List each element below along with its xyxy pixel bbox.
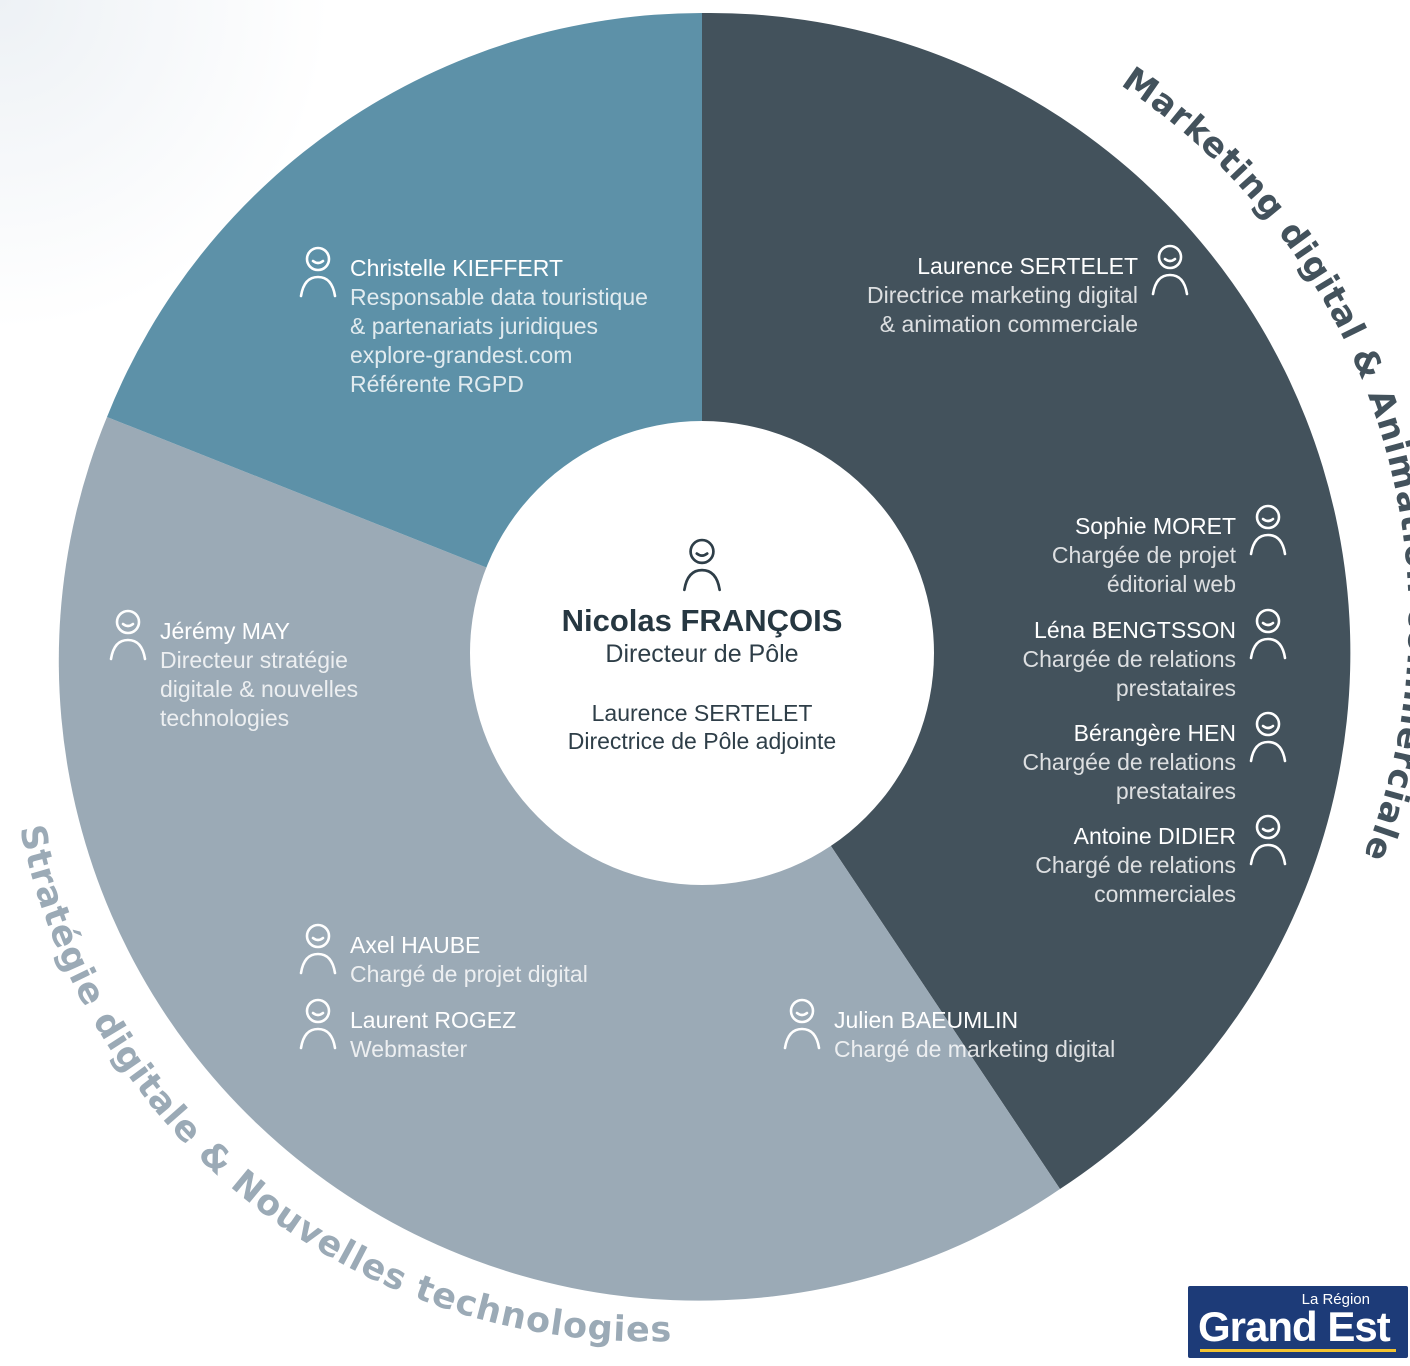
region-logo: La Région Grand Est: [1188, 1286, 1408, 1358]
logo-top-text: La Région: [1301, 1291, 1370, 1308]
center-panel: Nicolas FRANÇOIS Directeur de Pôle Laure…: [470, 440, 934, 880]
person-name: Léna BENGTSSON: [1034, 617, 1236, 643]
center-circle: [470, 421, 934, 885]
person-role-line: digitale & nouvelles: [160, 676, 359, 702]
person-icon: [298, 246, 338, 300]
person-name: Jérémy MAY: [160, 618, 290, 644]
person-role-line: Chargé de relations: [1035, 852, 1236, 878]
person-role-line: Responsable data touristique: [350, 284, 648, 310]
person-role-line: Chargée de relations: [1022, 749, 1236, 775]
person-card: Léna BENGTSSON Chargée de relations pres…: [1022, 608, 1288, 703]
person-role-line: Chargé de marketing digital: [834, 1036, 1116, 1062]
person-role-line: explore-grandest.com: [350, 342, 573, 368]
person-role-line: technologies: [160, 705, 290, 731]
person-icon: [1248, 608, 1288, 662]
person-name: Laurent ROGEZ: [350, 1007, 517, 1033]
person-icon: [1248, 711, 1288, 765]
person-name: Antoine DIDIER: [1073, 823, 1236, 849]
person-card: Julien BAEUMLIN Chargé de marketing digi…: [782, 998, 1116, 1064]
person-role-line: Directrice marketing digital: [867, 282, 1138, 308]
director-name: Nicolas FRANÇOIS: [561, 603, 843, 638]
person-card: Laurent ROGEZ Webmaster: [298, 998, 517, 1064]
logo-underline: [1200, 1349, 1396, 1352]
person-icon: [1248, 504, 1288, 558]
person-role-line: prestataires: [1115, 675, 1236, 701]
person-card: Laurence SERTELET Directrice marketing d…: [867, 244, 1190, 339]
person-name: Bérangère HEN: [1073, 720, 1236, 746]
person-name: Christelle KIEFFERT: [350, 255, 564, 281]
person-card: Antoine DIDIER Chargé de relations comme…: [1035, 814, 1288, 909]
person-name: Laurence SERTELET: [917, 253, 1138, 279]
person-role-line: Chargé de projet digital: [350, 961, 588, 987]
person-icon: [1150, 244, 1190, 298]
person-role-line: & animation commerciale: [879, 311, 1138, 337]
person-role-line: Chargée de projet: [1051, 542, 1236, 568]
person-icon-svg: [683, 538, 721, 592]
person-role-line: Référente RGPD: [350, 371, 524, 397]
person-icon: [1248, 814, 1288, 868]
person-card: Christelle KIEFFERT Responsable data tou…: [298, 246, 648, 399]
person-icon: [298, 923, 338, 977]
person-role-line: & partenariats juridiques: [350, 313, 599, 339]
person-icon: [298, 998, 338, 1052]
person-icon: [108, 609, 148, 663]
person-card: Bérangère HEN Chargée de relations prest…: [1022, 711, 1288, 806]
person-card: Axel HAUBE Chargé de projet digital: [298, 923, 588, 989]
person-role-line: Chargée de relations: [1022, 646, 1236, 672]
person-role-line: prestataires: [1115, 778, 1236, 804]
person-icon: [680, 538, 724, 599]
person-name: Sophie MORET: [1074, 513, 1236, 539]
deputy-role: Directrice de Pôle adjointe: [567, 728, 837, 754]
person-icon: [782, 998, 822, 1052]
person-card: Sophie MORET Chargée de projet éditorial…: [1051, 504, 1288, 599]
person-role-line: Directeur stratégie: [160, 647, 348, 673]
logo-main-text: Grand Est: [1198, 1303, 1391, 1350]
person-role-line: commerciales: [1094, 881, 1236, 907]
sector-strategy: [58, 417, 1060, 1301]
person-card: Jérémy MAY Directeur stratégie digitale …: [108, 609, 359, 733]
person-name: Axel HAUBE: [350, 932, 481, 958]
person-role-line: éditorial web: [1106, 571, 1236, 597]
person-role-line: Webmaster: [350, 1036, 468, 1062]
sector-marketing: [702, 12, 1351, 1190]
person-name: Julien BAEUMLIN: [834, 1007, 1019, 1033]
deputy-name: Laurence SERTELET: [591, 700, 813, 726]
director-role: Directeur de Pôle: [605, 640, 799, 668]
